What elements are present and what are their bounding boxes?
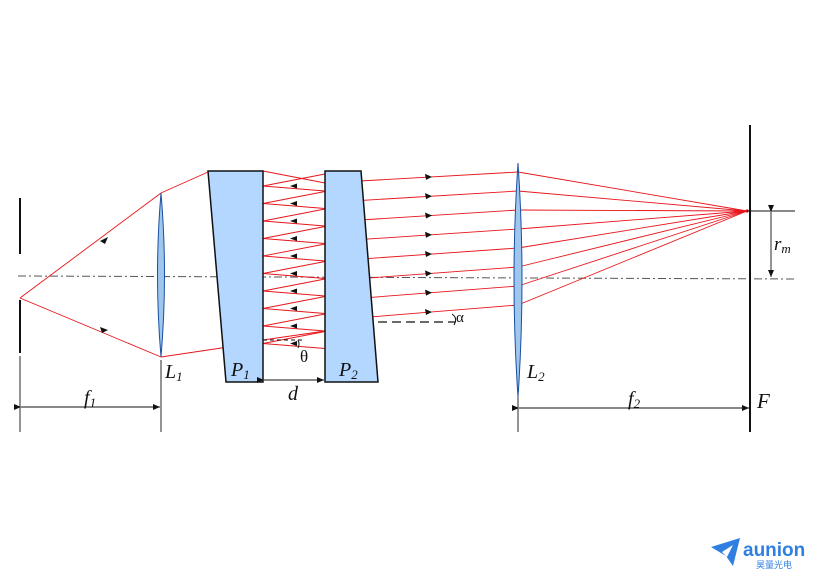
aunion-logo: aunion 昊量光电 [711,538,805,571]
ray-source-to-l1-top [19,192,162,299]
rays-to-focus [517,171,748,306]
arrowhead [425,173,432,180]
arrowhead [290,341,297,346]
arrowhead [290,288,297,294]
label-f2: f2 [628,388,641,411]
logo-subtitle: 昊量光电 [756,559,792,571]
ray-between-forward [262,243,326,257]
ray-between-back [262,290,326,297]
ray-between-forward [262,313,326,327]
rays-between-prisms [227,170,326,349]
label-rm: rm [774,234,791,256]
arrowhead [290,253,297,259]
label-p1: P1 [230,359,250,382]
ray-to-focus [517,190,748,212]
dimension-f1 [14,356,162,432]
arrowhead [425,251,432,258]
optical-axis [17,275,796,280]
arrowhead [425,193,432,200]
ray-between-back [262,185,326,192]
ray-to-focus [517,210,748,268]
theta-arc [297,339,300,349]
label-alpha: α [456,310,464,326]
arrowhead [290,218,297,224]
ray-between-forward [262,261,326,274]
arrowhead [290,306,297,311]
ray-to-focus [517,171,748,212]
label-p2: P2 [338,359,358,382]
ray-between-back [262,308,326,314]
arrowhead [290,271,297,276]
label-f1: f1 [84,387,96,410]
prism-p1 [207,170,264,383]
logo-name: aunion [743,540,805,561]
arrowhead [100,327,108,333]
arrowhead [425,308,432,315]
lens-l2 [513,162,523,398]
between-arrowheads [290,183,297,346]
ray-to-focus [517,210,748,230]
ray-between-back [262,238,326,244]
dimension-f2 [512,397,749,432]
prism-p2 [324,170,379,383]
ray-l1-to-p1-bottom [160,346,229,358]
ray-between-forward [262,331,326,344]
label-d: d [288,383,299,405]
ray-between-forward [262,226,326,239]
alpha-arc [451,313,457,326]
lens-l1 [157,192,165,358]
arrowhead [425,289,432,296]
ray-between-back [262,220,326,227]
ray-between-forward [262,278,326,292]
arrowhead [425,270,432,277]
label-f: F [756,389,770,413]
ray-between-back [262,203,326,209]
ray-between-forward [262,173,326,187]
arrowhead [290,201,297,206]
paper-plane-icon [711,538,740,566]
ray-arrowheads [100,237,108,333]
label-l2: L2 [526,361,545,384]
light-rays [19,171,229,358]
ray-between-back [262,325,326,332]
ray-between-forward [262,296,326,309]
after-arrowheads [425,173,432,315]
label-l1: L1 [164,361,183,384]
arrowhead [425,231,432,238]
dimension-rm [747,205,795,277]
ray-to-focus [517,210,748,249]
ray-to-focus [517,209,748,212]
ray-l1-to-p1-top [160,171,209,194]
ray-between-back [262,273,326,279]
ray-between-back [262,255,326,262]
arrowhead [290,183,297,189]
arrowhead [425,212,432,219]
arrowhead [290,236,297,241]
ray-source-to-l1-bottom [19,297,162,358]
arrowhead [290,323,297,329]
label-theta: θ [300,347,308,366]
ray-between-forward [262,191,326,204]
ray-edge-top [262,170,326,184]
ray-between-back [262,343,326,349]
arrowhead [100,237,108,244]
ray-between-forward [262,208,326,222]
ray-to-focus [517,210,748,306]
ray-to-focus [517,210,748,287]
